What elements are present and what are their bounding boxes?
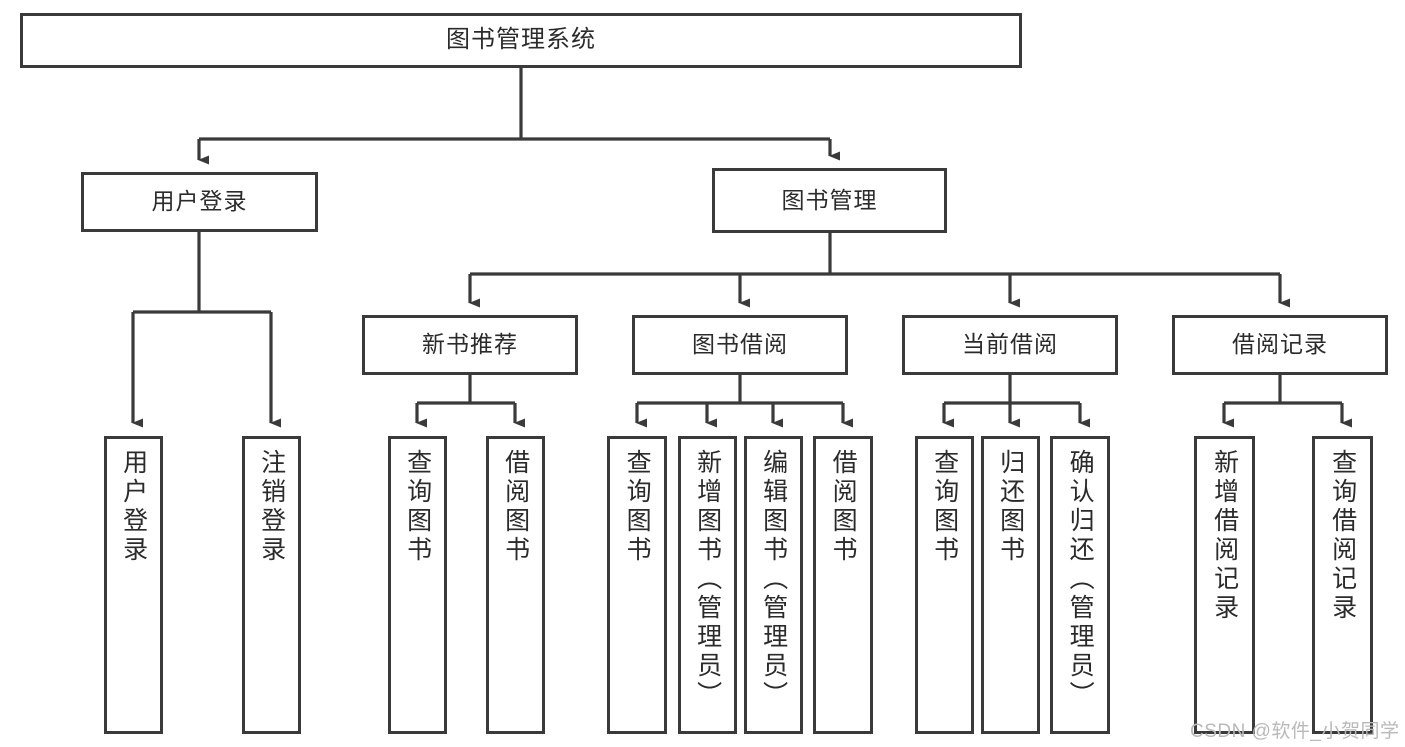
leaf-confirm-return-admin[interactable]: 确认归还（管理员） <box>1050 436 1110 734</box>
node-label: 借阅图书 <box>501 449 530 565</box>
node-label: 确认归还（管理员） <box>1066 449 1095 710</box>
node-label: 注销登录 <box>257 449 286 565</box>
node-new-book-recommend[interactable]: 新书推荐 <box>362 315 578 375</box>
leaf-add-borrow-record[interactable]: 新增借阅记录 <box>1194 436 1255 734</box>
leaf-query-borrow-record[interactable]: 查询借阅记录 <box>1312 436 1373 734</box>
node-user-login[interactable]: 用户登录 <box>81 172 318 232</box>
node-current-borrow[interactable]: 当前借阅 <box>902 315 1118 375</box>
node-label: 用户登录 <box>151 188 248 215</box>
watermark-text: CSDN @软件_小贺同学 <box>1190 721 1400 742</box>
node-label: 新增借阅记录 <box>1210 449 1239 623</box>
node-label: 图书借阅 <box>692 331 788 358</box>
leaf-borrow-query-book[interactable]: 查询图书 <box>607 436 667 734</box>
node-label: 用户登录 <box>119 449 148 565</box>
leaf-current-query-book[interactable]: 查询图书 <box>915 436 974 734</box>
node-label: 当前借阅 <box>962 331 1058 358</box>
node-label: 新书推荐 <box>422 331 518 358</box>
node-label: 图书管理系统 <box>446 26 596 54</box>
leaf-user-login[interactable]: 用户登录 <box>104 436 163 734</box>
node-book-borrow[interactable]: 图书借阅 <box>632 315 848 375</box>
node-label: 新增图书（管理员） <box>693 449 722 710</box>
leaf-logout[interactable]: 注销登录 <box>242 436 301 734</box>
leaf-new-book-query[interactable]: 查询图书 <box>388 436 447 734</box>
node-borrow-record[interactable]: 借阅记录 <box>1172 315 1388 375</box>
node-root-system[interactable]: 图书管理系统 <box>20 13 1022 68</box>
leaf-new-book-borrow[interactable]: 借阅图书 <box>486 436 545 734</box>
node-book-management[interactable]: 图书管理 <box>712 168 947 233</box>
leaf-return-book[interactable]: 归还图书 <box>981 436 1040 734</box>
leaf-add-book-admin[interactable]: 新增图书（管理员） <box>678 436 737 734</box>
node-label: 查询图书 <box>623 449 652 565</box>
node-label: 归还图书 <box>996 449 1025 565</box>
leaf-borrow-book[interactable]: 借阅图书 <box>813 436 873 734</box>
node-label: 查询图书 <box>403 449 432 565</box>
node-label: 查询图书 <box>930 449 959 565</box>
node-label: 借阅图书 <box>829 449 858 565</box>
node-label: 借阅记录 <box>1232 331 1328 358</box>
node-label: 编辑图书（管理员） <box>759 449 788 710</box>
leaf-edit-book-admin[interactable]: 编辑图书（管理员） <box>744 436 803 734</box>
node-label: 查询借阅记录 <box>1328 449 1357 623</box>
node-label: 图书管理 <box>781 186 878 213</box>
